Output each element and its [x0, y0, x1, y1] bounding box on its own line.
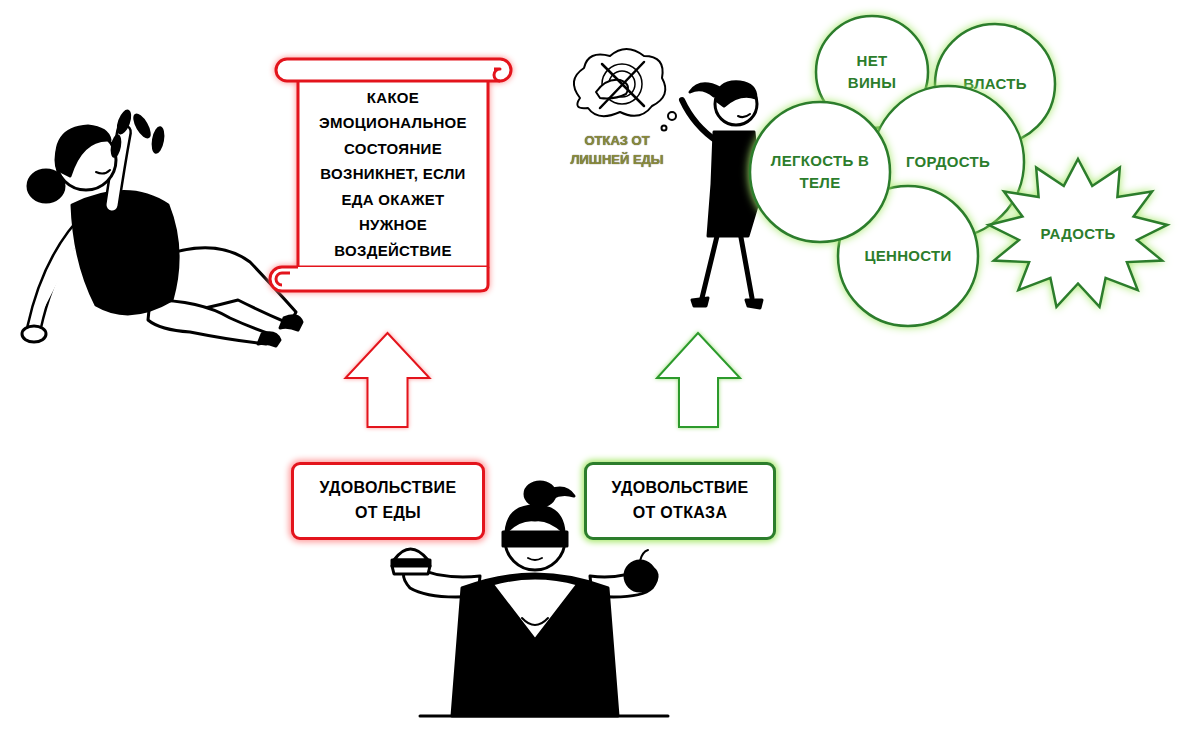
- scroll-box: КАКОЕ ЭМОЦИОНАЛЬНОЕ СОСТОЯНИЕ ВОЗНИКНЕТ,…: [262, 55, 512, 295]
- circle-outline: [838, 186, 978, 326]
- process-box: УДОВОЛЬСТВИЕ ОТ ОТКАЗА: [584, 462, 776, 540]
- hair-strand: [550, 488, 574, 498]
- ponytail: [690, 84, 720, 96]
- scroll-curl: [276, 273, 290, 285]
- hand: [22, 326, 46, 342]
- sausages: [150, 125, 167, 155]
- thought-label: ОТКАЗ ОТ ЛИШНЕЙ ЕДЫ: [565, 131, 669, 170]
- leg: [702, 232, 718, 298]
- green-hollow-arrow: [657, 333, 740, 427]
- cloud-dot: [668, 112, 676, 120]
- scroll-outline: [270, 59, 511, 291]
- hair: [57, 126, 110, 176]
- blindfold: [503, 532, 567, 546]
- woman-refusing: [574, 49, 762, 308]
- circle-outline: [750, 102, 890, 242]
- cloud-dot: [662, 126, 667, 131]
- dress: [452, 574, 618, 716]
- scroll-curl: [270, 267, 488, 291]
- cross: [600, 62, 644, 108]
- shoe: [692, 298, 708, 306]
- node-text: ЛЕГКОСТЬ В ТЕЛЕ: [765, 150, 875, 195]
- cleavage: [522, 618, 548, 625]
- mouth: [528, 558, 542, 560]
- node-text: КАКОЕ ЭМОЦИОНАЛЬНОЕ СОСТОЯНИЕ ВОЗНИКНЕТ,…: [313, 85, 473, 264]
- leg: [740, 232, 752, 298]
- node-text: ГОРДОСТЬ: [906, 151, 990, 174]
- apple: [625, 561, 655, 591]
- node-text: УДОВОЛЬСТВИЕ ОТ ОТКАЗА: [600, 476, 760, 526]
- hollow-arrow: [346, 333, 430, 427]
- shoe: [280, 316, 302, 330]
- node-text: РАДОСТЬ: [1041, 223, 1116, 246]
- dress: [72, 192, 178, 314]
- hair: [506, 506, 564, 532]
- shoe: [258, 333, 280, 346]
- process-box: УДОВОЛЬСТВИЕ ОТ ЕДЫ: [291, 462, 485, 540]
- joy-starburst: РАДОСТЬ: [985, 156, 1171, 312]
- mouth: [738, 114, 750, 117]
- node-text: НЕТ ВИНЫ: [832, 50, 912, 95]
- neckline: [492, 578, 578, 640]
- node-text: ЦЕННОСТИ: [864, 245, 951, 268]
- apple-stem: [640, 550, 648, 561]
- cloud: [574, 49, 665, 116]
- starburst-outline: [989, 159, 1168, 307]
- burger: [392, 566, 430, 574]
- hair-bun: [28, 170, 64, 202]
- hair: [716, 82, 756, 106]
- scroll-body: [298, 79, 488, 267]
- scroll-curl: [494, 69, 500, 81]
- sausages: [130, 111, 154, 141]
- sausages: [109, 108, 166, 159]
- green-hollow-arrow: [657, 333, 740, 427]
- scroll-roll: [276, 59, 511, 81]
- burger: [394, 549, 428, 560]
- sausages: [109, 133, 123, 158]
- sausages: [114, 108, 134, 137]
- legs: [148, 300, 270, 344]
- node-text: УДОВОЛЬСТВИЕ ОТ ЕДЫ: [308, 476, 468, 526]
- value-circle: ЛЕГКОСТЬ В ТЕЛЕ: [748, 100, 892, 244]
- mouth: [96, 170, 110, 174]
- woman-eating: [22, 108, 302, 346]
- shoe: [746, 300, 762, 308]
- circle-outline: [748, 100, 892, 244]
